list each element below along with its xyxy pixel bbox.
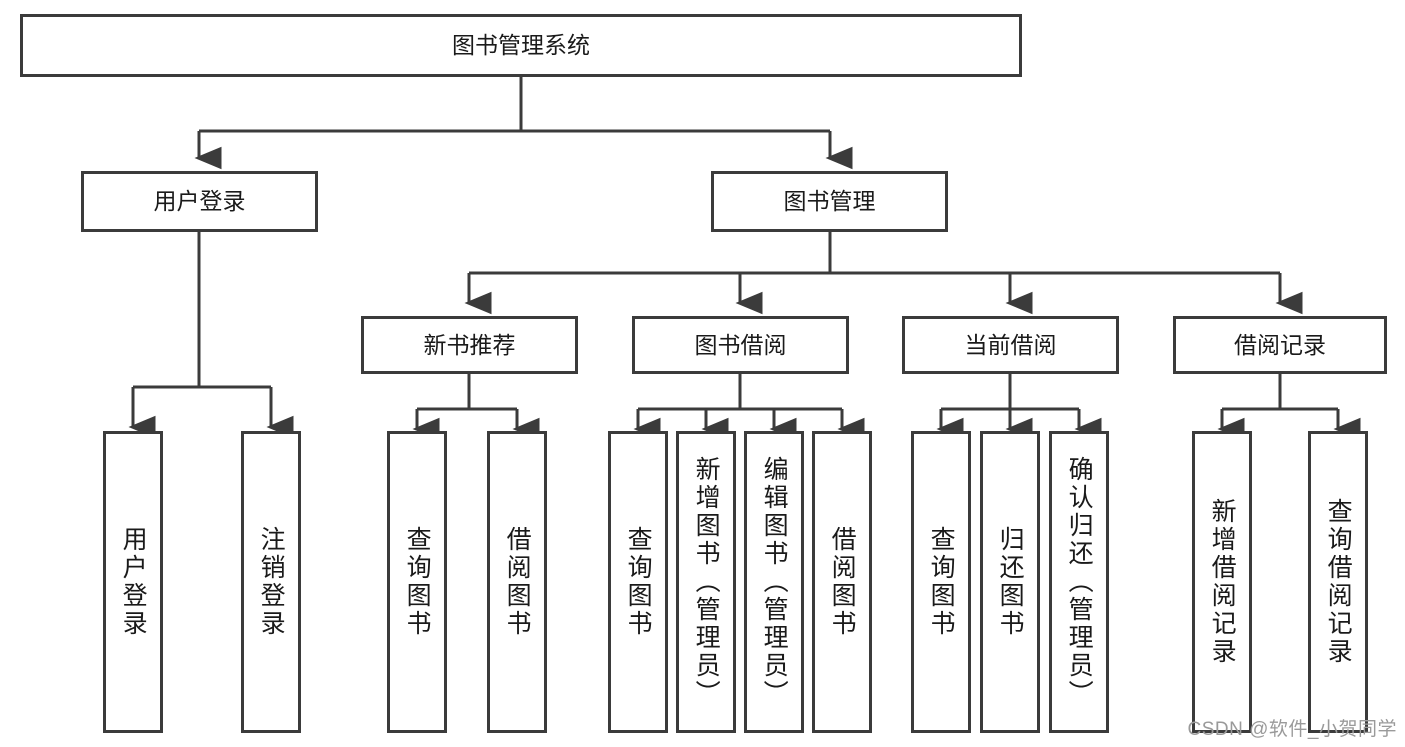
leaf-label: 新增借阅记录 [1208, 498, 1237, 666]
node-book-management[interactable]: 图书管理 [711, 171, 948, 232]
node-root[interactable]: 图书管理系统 [20, 14, 1022, 77]
node-book-borrow[interactable]: 图书借阅 [632, 316, 849, 374]
leaf-current-borrow-query[interactable]: 查询图书 [911, 431, 971, 733]
leaf-label: 编辑图书（管理员） [760, 456, 789, 708]
leaf-book-borrow-query[interactable]: 查询图书 [608, 431, 668, 733]
node-book-management-label: 图书管理 [783, 188, 876, 215]
node-new-book-recommend[interactable]: 新书推荐 [361, 316, 578, 374]
leaf-book-borrow-borrow[interactable]: 借阅图书 [812, 431, 872, 733]
leaf-label: 查询图书 [927, 526, 956, 638]
leaf-borrow-record-query[interactable]: 查询借阅记录 [1308, 431, 1368, 733]
leaf-book-borrow-add[interactable]: 新增图书（管理员） [676, 431, 736, 733]
leaf-label: 借阅图书 [503, 526, 532, 638]
leaf-label: 新增图书（管理员） [692, 456, 721, 708]
node-root-label: 图书管理系统 [452, 32, 590, 59]
node-borrow-record[interactable]: 借阅记录 [1173, 316, 1387, 374]
node-user-login-label: 用户登录 [153, 188, 246, 215]
leaf-current-borrow-return[interactable]: 归还图书 [980, 431, 1040, 733]
node-new-book-recommend-label: 新书推荐 [423, 331, 516, 358]
leaf-new-book-query[interactable]: 查询图书 [387, 431, 447, 733]
leaf-label: 注销登录 [257, 526, 286, 638]
leaf-current-borrow-confirm[interactable]: 确认归还（管理员） [1049, 431, 1109, 733]
node-user-login[interactable]: 用户登录 [81, 171, 318, 232]
leaf-label: 确认归还（管理员） [1065, 456, 1094, 708]
leaf-label: 查询图书 [624, 526, 653, 638]
leaf-label: 查询图书 [403, 526, 432, 638]
leaf-label: 查询借阅记录 [1324, 498, 1353, 666]
node-current-borrow-label: 当前借阅 [964, 331, 1057, 358]
node-book-borrow-label: 图书借阅 [694, 331, 787, 358]
leaf-book-borrow-edit[interactable]: 编辑图书（管理员） [744, 431, 804, 733]
leaf-borrow-record-add[interactable]: 新增借阅记录 [1192, 431, 1252, 733]
leaf-user-login-signout[interactable]: 注销登录 [241, 431, 301, 733]
node-borrow-record-label: 借阅记录 [1234, 331, 1326, 358]
leaf-new-book-borrow[interactable]: 借阅图书 [487, 431, 547, 733]
node-current-borrow[interactable]: 当前借阅 [902, 316, 1119, 374]
leaf-label: 归还图书 [996, 526, 1025, 638]
leaf-user-login-signin[interactable]: 用户登录 [103, 431, 163, 733]
leaf-label: 借阅图书 [828, 526, 857, 638]
leaf-label: 用户登录 [119, 526, 148, 638]
